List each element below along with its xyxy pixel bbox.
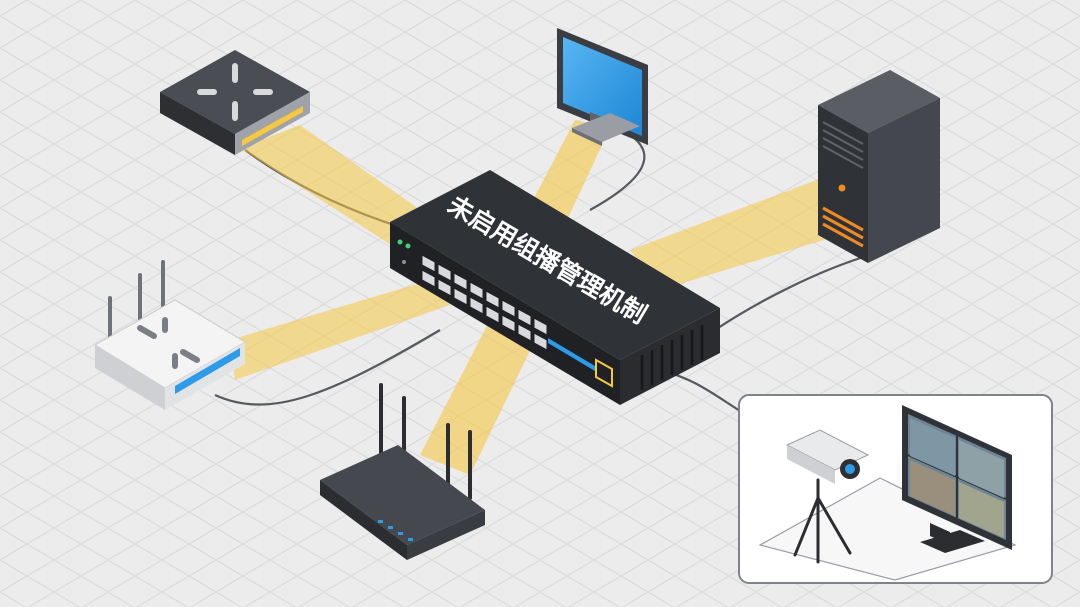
router-icon[interactable] [160,50,310,155]
beam-server [630,175,840,290]
beam-wifi-white [230,280,450,380]
cctv-monitor-icon [902,405,1012,553]
desktop-monitor-icon[interactable] [557,28,648,146]
wifi-router-icon[interactable] [320,383,485,560]
cable-wifi-white [214,329,441,406]
cable-server [714,253,871,331]
cctv-camera-icon [785,429,870,564]
wifi-router-icon[interactable] [94,260,246,410]
surveillance-inset[interactable] [738,394,1053,584]
network-switch-icon[interactable]: 未启用组播管理机制 [390,170,720,405]
server-tower-icon[interactable] [818,70,940,263]
inset-floor [758,477,1017,581]
